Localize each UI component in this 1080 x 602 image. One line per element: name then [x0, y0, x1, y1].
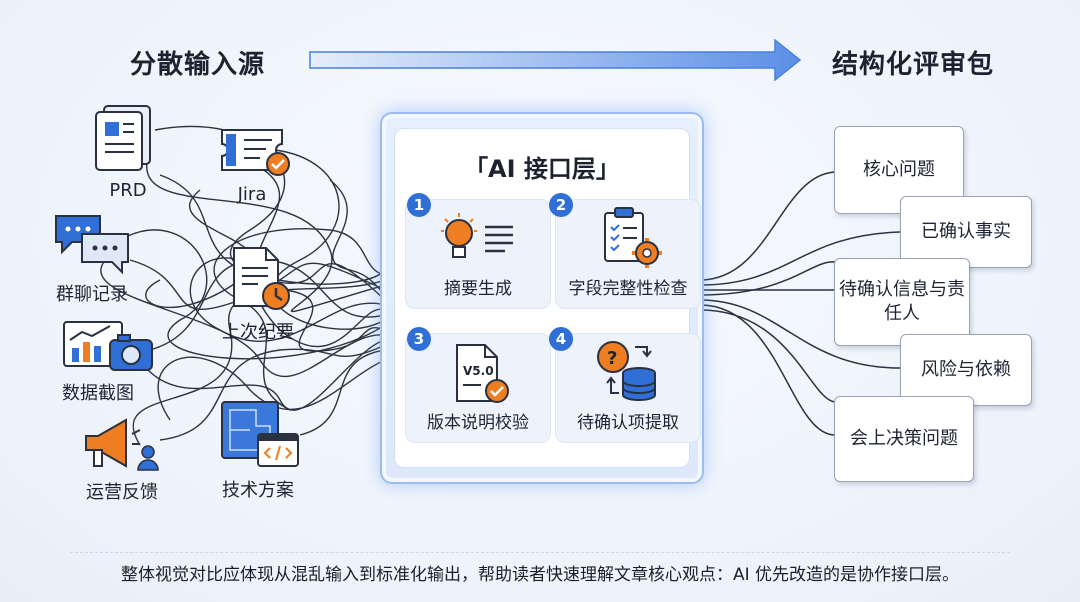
- source-label-ops-feedback: 运营反馈: [86, 482, 158, 503]
- output-confirmed-facts: 已确认事实: [900, 196, 1032, 268]
- step-label: 摘要生成: [444, 279, 512, 299]
- version-doc-icon: V5.0: [456, 344, 509, 403]
- step-badge: 4: [549, 327, 573, 351]
- ai-interface-layer-inner: 「AI 接口层」 1 摘要生成 2: [394, 128, 701, 468]
- version-text: V5.0: [463, 364, 494, 378]
- output-pending-info: 待确认信息与责任人: [834, 258, 970, 346]
- megaphone-icon: [85, 418, 159, 471]
- notes-clock-icon: [233, 247, 290, 310]
- step-label: 版本说明校验: [427, 413, 529, 433]
- caption-divider: [70, 552, 1010, 553]
- source-label-prd: PRD: [109, 180, 147, 201]
- svg-text:?: ?: [607, 348, 617, 369]
- step-label: 字段完整性检查: [568, 279, 688, 299]
- step-version-check: 3 V5.0 版本说明校验: [405, 327, 551, 443]
- source-label-group-chat: 群聊记录: [56, 284, 128, 305]
- chat-bubbles-icon: [55, 215, 129, 274]
- ticket-icon: [221, 129, 290, 176]
- step-field-check: 2 字段完整性检查: [549, 193, 701, 309]
- source-label-last-minutes: 上次纪要: [222, 322, 294, 343]
- ai-interface-layer-panel: 「AI 接口层」 1 摘要生成 2: [380, 112, 704, 484]
- document-icon: [95, 105, 151, 171]
- step-badge: 2: [549, 193, 573, 217]
- step-label: 待确认项提取: [577, 413, 679, 433]
- step-badge: 1: [407, 193, 431, 217]
- step-summary: 1 摘要生成: [405, 193, 551, 309]
- source-label-tech-plan: 技术方案: [222, 480, 294, 501]
- source-label-jira: Jira: [237, 184, 267, 205]
- sources-heading: 分散输入源: [130, 50, 266, 80]
- output-risks: 风险与依赖: [900, 334, 1032, 406]
- step-badge: 3: [407, 327, 431, 351]
- step-pending-extraction: 4 ? 待确认项提取: [549, 327, 701, 443]
- chart-camera-icon: [63, 321, 153, 371]
- lightbulb-icon: [441, 213, 513, 258]
- caption-text: 整体视觉对比应体现从混乱输入到标准化输出，帮助读者快速理解文章核心观点：AI 优…: [120, 565, 960, 585]
- outputs-heading: 结构化评审包: [832, 50, 995, 80]
- clipboard-gear-icon: [604, 207, 662, 268]
- flow-arrow: [309, 38, 802, 82]
- blueprint-code-icon: [221, 401, 299, 467]
- output-decision-questions: 会上决策问题: [834, 396, 974, 482]
- ai-interface-layer-title: 「AI 接口层」: [464, 155, 620, 183]
- source-label-data-screenshot: 数据截图: [62, 383, 134, 404]
- question-database-icon: ?: [597, 341, 656, 401]
